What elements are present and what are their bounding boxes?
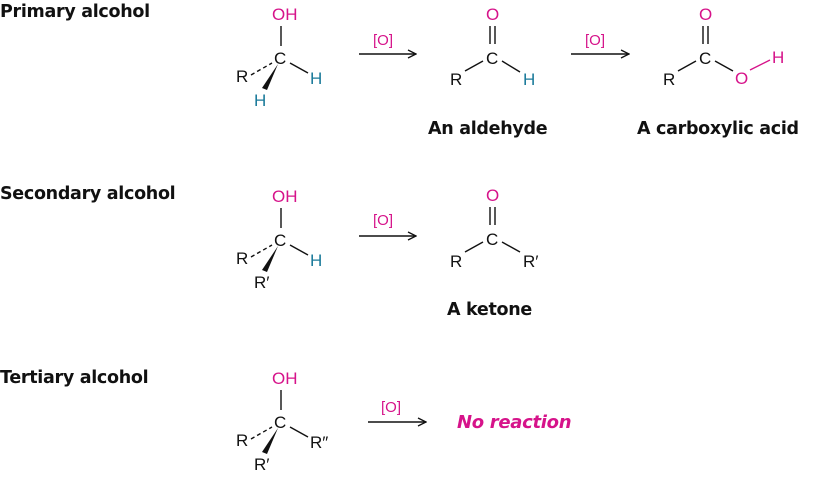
svg-text:R: R [236,431,248,450]
svg-text:H: H [310,251,322,270]
secondary-alcohol-label: Secondary alcohol [0,184,176,204]
ketone-caption: A ketone [447,300,532,320]
primary-alcohol-label: Primary alcohol [0,2,150,22]
reaction-arrow-1: [O] [359,32,416,54]
tertiary-alcohol-label: Tertiary alcohol [0,368,149,388]
primary-alcohol-structure: OH C R H H [236,5,322,110]
wedge-bond [262,246,278,272]
svg-text:C: C [699,49,711,68]
svg-text:O: O [735,69,748,88]
svg-text:O: O [486,186,499,205]
reaction-arrow-3: [O] [359,212,416,236]
svg-text:OH: OH [272,369,298,388]
hydroxyl-label: OH [272,5,298,24]
svg-text:C: C [486,49,498,68]
no-reaction-label: No reaction [457,412,572,433]
svg-text:O: O [486,5,499,24]
svg-text:C: C [274,231,286,250]
svg-text:R: R [236,249,248,268]
hydrogen-wedge-label: H [254,91,266,110]
svg-text:R′: R′ [254,455,269,474]
svg-text:[O]: [O] [373,32,393,49]
svg-text:[O]: [O] [381,399,401,416]
svg-text:H: H [772,48,784,67]
wedge-bond [262,428,278,454]
svg-text:R′: R′ [254,273,269,292]
svg-text:R″: R″ [310,433,328,452]
svg-text:R: R [450,70,462,89]
ketone-structure: O C R R′ [450,186,538,271]
svg-text:R: R [450,252,462,271]
carbon-label: C [274,49,286,68]
svg-text:[O]: [O] [585,32,605,49]
r-group-label: R [236,67,248,86]
tertiary-alcohol-structure: OH C R R′ R″ [236,369,328,474]
svg-text:C: C [486,230,498,249]
svg-text:[O]: [O] [373,212,393,229]
svg-text:O: O [699,5,712,24]
carboxylic-acid-structure: O C R O H [663,5,784,89]
hydrogen-right-label: H [310,69,322,88]
secondary-alcohol-structure: OH C R R′ H [236,187,322,292]
wedge-bond [262,64,278,90]
svg-text:R′: R′ [523,252,538,271]
svg-text:OH: OH [272,187,298,206]
svg-text:H: H [523,70,535,89]
carboxylic-acid-caption: A carboxylic acid [637,119,799,139]
aldehyde-structure: O C R H [450,5,535,89]
reaction-arrow-2: [O] [571,32,629,54]
aldehyde-caption: An aldehyde [428,119,548,139]
svg-text:C: C [274,413,286,432]
svg-text:R: R [663,70,675,89]
reaction-arrow-4: [O] [368,399,426,422]
